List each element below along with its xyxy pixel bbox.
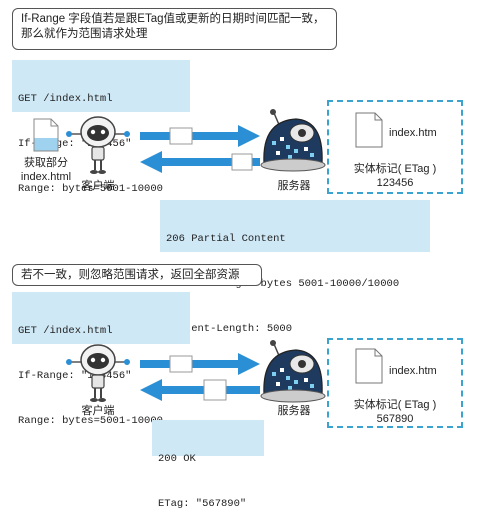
top-response-arrow [140, 151, 260, 173]
top-request-line-1: GET /index.html [18, 93, 113, 105]
top-request-block: GET /index.html If-Range: "123456" Range… [12, 60, 190, 195]
top-client-note-line-1: 获取部分 [24, 157, 68, 169]
top-file-icon [355, 112, 383, 148]
bottom-request-arrow [140, 353, 260, 375]
top-callout: If-Range 字段值若是跟ETag值或更新的日期时间匹配一致， 那么就作为范… [12, 8, 337, 50]
top-entity-box: index.htm 实体标记( ETag ) 123456 [327, 100, 463, 194]
bottom-server-label: 服务器 [277, 405, 311, 417]
top-request-arrow [140, 125, 260, 147]
bottom-file-icon [355, 348, 383, 384]
bottom-request-line-1: GET /index.html [18, 325, 113, 337]
top-client-label: 客户端 [81, 180, 115, 192]
bottom-server-robot-icon [260, 340, 326, 403]
top-client-note-line-2: index.html [20, 171, 72, 183]
top-callout-line-2: 那么就作为范围请求处理 [21, 28, 148, 40]
bottom-request-line-3: Range: bytes=5001-10000 [18, 415, 163, 427]
bottom-entity-tag-value: 567890 [376, 413, 414, 425]
top-client-note: 获取部分 index.html [8, 156, 84, 184]
bottom-response-block: 200 OK ETag: "567890" [152, 420, 264, 510]
bottom-entity-tag-label: 实体标记( ETag ) [353, 399, 437, 411]
top-response-line-3: Content-Length: 5000 [166, 323, 293, 335]
top-entity-tag-label: 实体标记( ETag ) [353, 163, 437, 175]
top-server-label: 服务器 [277, 180, 311, 192]
bottom-response-line-2: ETag: "567890" [158, 498, 247, 510]
top-response-block: 206 Partial Content Content-Range: bytes… [160, 200, 430, 335]
bottom-file-label: index.htm [389, 365, 437, 377]
bottom-callout: 若不一致，则忽略范围请求，返回全部资源 [12, 264, 262, 286]
top-file-label: index.htm [389, 127, 437, 139]
server-robot-icon [260, 109, 326, 172]
bottom-entity-box: index.htm 实体标记( ETag ) 567890 [327, 338, 463, 428]
bottom-client-robot-icon [66, 344, 130, 402]
partial-document-icon [33, 118, 59, 152]
bottom-client-label: 客户端 [81, 405, 115, 417]
top-entity-tag-value: 123456 [376, 177, 414, 189]
bottom-request-block: GET /index.html If-Range: "123456" Range… [12, 292, 190, 427]
top-callout-line-1: If-Range 字段值若是跟ETag值或更新的日期时间匹配一致， [21, 13, 325, 25]
top-request-line-3: Range: bytes=5001-10000 [18, 183, 163, 195]
top-response-line-1: 206 Partial Content [166, 233, 286, 245]
client-robot-icon [66, 116, 130, 174]
bottom-response-arrow [140, 379, 260, 401]
